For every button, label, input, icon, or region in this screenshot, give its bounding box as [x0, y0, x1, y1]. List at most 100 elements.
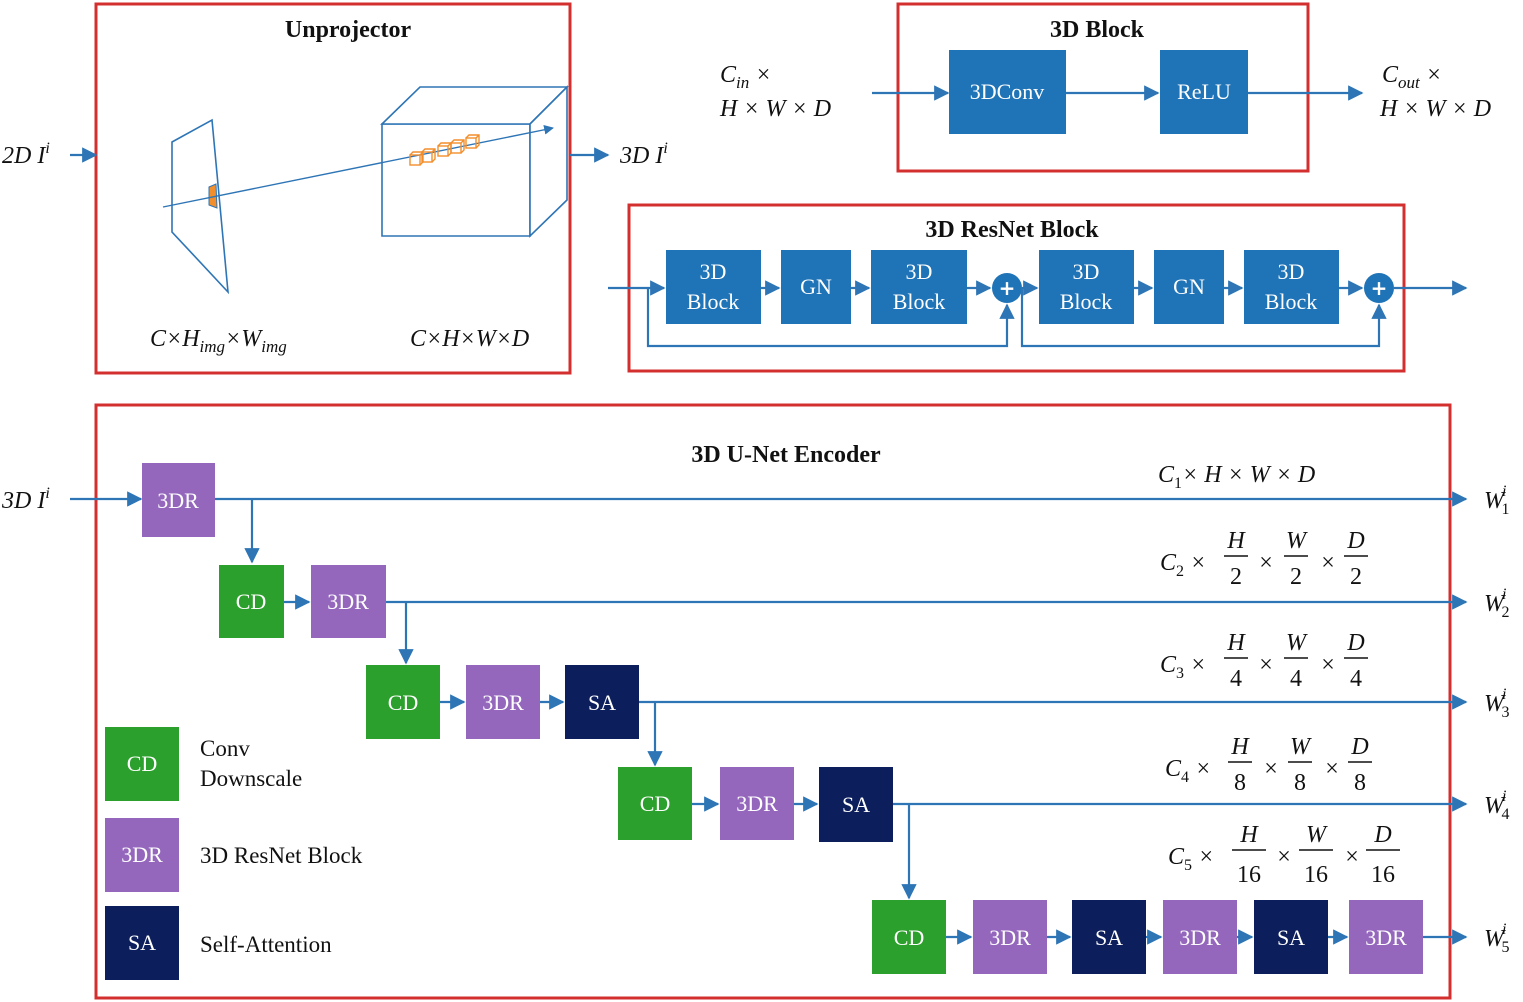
- svg-text:H: H: [1226, 528, 1246, 554]
- legend-cd-line1: Conv: [200, 736, 250, 761]
- svg-text:×: ×: [1325, 756, 1339, 782]
- svg-text:W: W: [1306, 822, 1328, 848]
- relu-label: ReLU: [1177, 79, 1231, 104]
- level4-3dr-label: 3DR: [736, 791, 778, 816]
- legend-sa-abbr: SA: [128, 930, 156, 955]
- level2-3dr: [311, 565, 386, 638]
- block3d-output-line2: H × W × D: [1379, 96, 1491, 122]
- level1-3dr-label: 3DR: [157, 488, 199, 513]
- svg-text:C5×: C5×: [1168, 844, 1214, 874]
- level5-3dr-3: [1349, 900, 1423, 974]
- svg-text:4: 4: [1230, 666, 1242, 692]
- resnet-gn-1-label: GN: [800, 274, 832, 299]
- legend-cd-abbr: CD: [127, 751, 158, 776]
- conv3d-block: [949, 50, 1066, 134]
- svg-text:D: D: [1373, 822, 1391, 848]
- level5-sa-2-label: SA: [1277, 925, 1305, 950]
- block3d-frame: [896, 2, 1310, 173]
- svg-text:H: H: [1239, 822, 1259, 848]
- residual-add-1-plus: +: [999, 276, 1016, 300]
- residual-add-2-plus: +: [1371, 276, 1388, 300]
- svg-text:×: ×: [1277, 844, 1291, 870]
- svg-text:×: ×: [1259, 550, 1273, 576]
- block3d-input-line2: H × W × D: [719, 96, 831, 122]
- legend-cd-swatch: [105, 727, 179, 801]
- block3d-output-line1: Cout ×: [1382, 62, 1442, 92]
- level3-cd-label: CD: [388, 690, 419, 715]
- resnet-title: 3D ResNet Block: [925, 217, 1099, 243]
- resnet-block-2-line2: Block: [893, 289, 946, 314]
- unprojector-panel: Unprojector C×Himg×Wimg C×H×W×D 2D Ii 3D…: [2, 2, 668, 375]
- level5-3dr-1: [973, 900, 1047, 974]
- level3-3dr: [466, 665, 540, 739]
- svg-text:16: 16: [1304, 862, 1328, 888]
- block3d-title: 3D Block: [1050, 17, 1145, 43]
- svg-text:×: ×: [1264, 756, 1278, 782]
- level5-3dr-2: [1163, 900, 1237, 974]
- block3d-input-line1: Cin ×: [720, 62, 771, 92]
- skip-connection-2: [1020, 288, 1387, 348]
- resnet-block-4-line2: Block: [1265, 289, 1318, 314]
- svg-text:C4×: C4×: [1165, 756, 1211, 786]
- svg-text:4: 4: [1290, 666, 1302, 692]
- resnet-block-2: [871, 250, 967, 324]
- level2-cd-label: CD: [236, 589, 267, 614]
- resnet-gn-1: [781, 250, 851, 324]
- resnet-block-3-line2: Block: [1060, 289, 1113, 314]
- svg-text:H: H: [1230, 734, 1250, 760]
- level4-sa-label: SA: [842, 792, 870, 817]
- svg-text:C3×: C3×: [1160, 652, 1206, 682]
- resnet-block-1-line2: Block: [687, 289, 740, 314]
- unprojector-title: Unprojector: [285, 17, 412, 43]
- legend-sa-text: Self-Attention: [200, 932, 332, 957]
- svg-text:4: 4: [1350, 666, 1362, 692]
- level2-3dr-label: 3DR: [327, 589, 369, 614]
- image-plane: [171, 118, 230, 295]
- level4-cd-label: CD: [640, 791, 671, 816]
- level4-dims: C4× H 8 × W 8 × D 8: [1165, 734, 1372, 796]
- resnet-block-1: [666, 250, 761, 324]
- svg-text:2: 2: [1350, 564, 1362, 590]
- unprojector-input-label: 2D Ii: [2, 140, 50, 169]
- level3-cd: [366, 665, 440, 739]
- legend-sa-swatch: [105, 906, 179, 980]
- ray-voxels: [409, 134, 480, 166]
- level3-sa-label: SA: [588, 690, 616, 715]
- legend-3dr-swatch: [105, 818, 179, 892]
- resnet-gn-2-label: GN: [1173, 274, 1205, 299]
- resnet-block-1-line1: 3D: [700, 259, 727, 284]
- svg-text:2: 2: [1230, 564, 1242, 590]
- svg-text:D: D: [1346, 528, 1364, 554]
- svg-text:H: H: [1226, 630, 1246, 656]
- relu-block: [1160, 50, 1248, 134]
- legend-cd-line2: Downscale: [200, 766, 302, 791]
- level5-3dr-2-label: 3DR: [1179, 925, 1221, 950]
- conv3d-label: 3DConv: [970, 79, 1045, 104]
- residual-add-1: [992, 273, 1022, 303]
- svg-text:16: 16: [1371, 862, 1395, 888]
- level5-cd-label: CD: [894, 925, 925, 950]
- unet-title: 3D U-Net Encoder: [691, 442, 881, 468]
- svg-text:16: 16: [1237, 862, 1261, 888]
- svg-text:C2×: C2×: [1160, 550, 1206, 580]
- svg-text:D: D: [1350, 734, 1368, 760]
- svg-text:D: D: [1346, 630, 1364, 656]
- legend-3dr-text: 3D ResNet Block: [200, 843, 363, 868]
- projection-ray: [162, 124, 554, 208]
- pixel-patch: [208, 183, 218, 209]
- level5-sa-1: [1072, 900, 1146, 974]
- image-dimension-label: C×Himg×Wimg: [150, 326, 287, 356]
- svg-text:W: W: [1286, 528, 1308, 554]
- level5-dims: C5× H 16 × W 16 × D 16: [1168, 822, 1400, 888]
- unet-input-label: 3D Ii: [1, 485, 50, 514]
- level3-sa: [565, 665, 639, 739]
- resnet-block-3: [1039, 250, 1134, 324]
- level5-sa-1-label: SA: [1095, 925, 1123, 950]
- svg-text:8: 8: [1294, 770, 1306, 796]
- block3d-panel: 3D Block Cin × H × W × D 3DConv ReLU Cou…: [719, 2, 1491, 173]
- resnet-block-3-line1: 3D: [1073, 259, 1100, 284]
